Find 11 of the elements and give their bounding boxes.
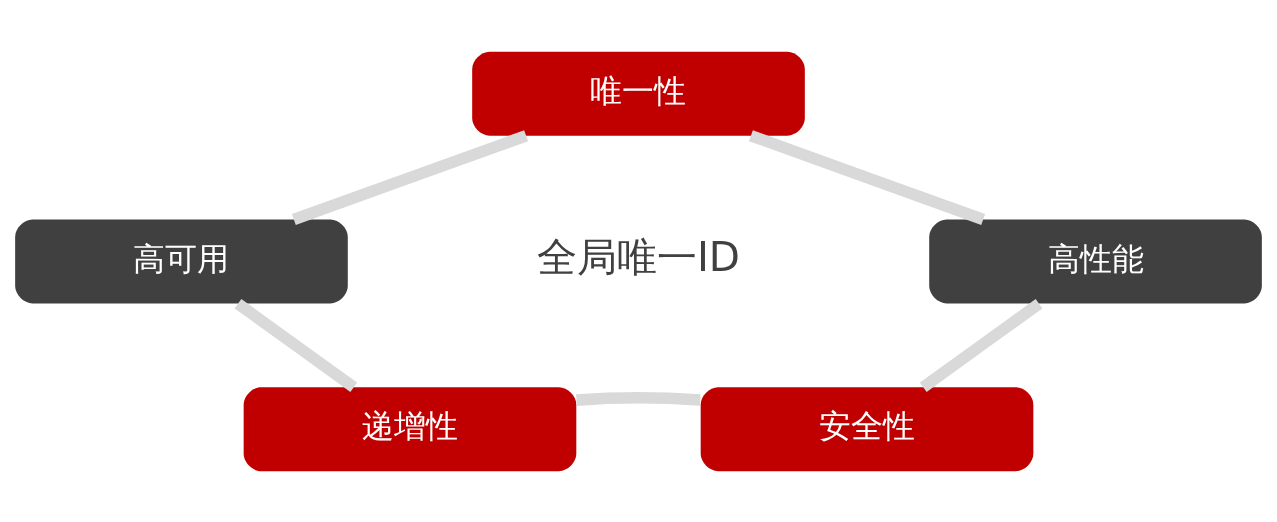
label: 全局唯一ID (536, 232, 741, 281)
connector (576, 391, 701, 406)
node-box: 高性能 (929, 219, 1262, 303)
connector (748, 129, 986, 225)
node-box: 唯一性 (472, 51, 805, 136)
node-box: 高可用 (15, 219, 348, 303)
node-box: 安全性 (700, 386, 1034, 471)
connector (919, 298, 1043, 392)
connector (291, 129, 529, 225)
connector (234, 298, 358, 392)
node-box: 递增性 (243, 386, 577, 471)
